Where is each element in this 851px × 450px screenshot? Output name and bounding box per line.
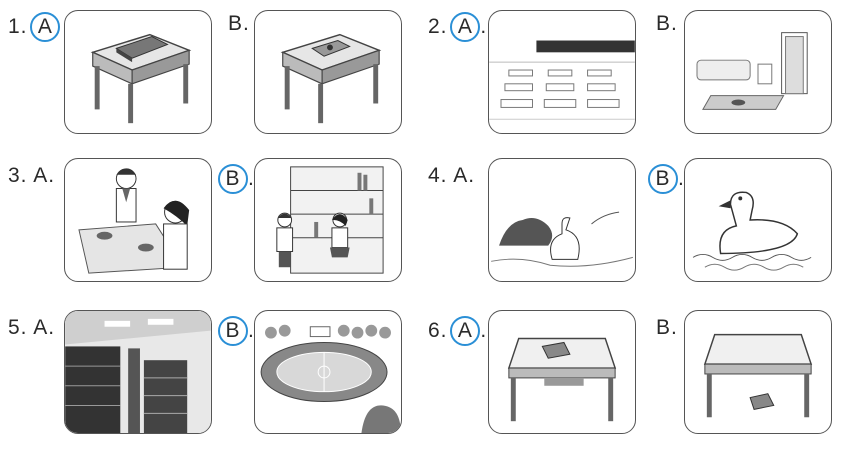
- q3-option-b-label: B.: [218, 164, 255, 194]
- classroom-icon: [489, 40, 635, 120]
- q6-number: 6.: [428, 319, 448, 342]
- q1-option-b-label: B.: [228, 12, 250, 35]
- q1-number: 1.: [8, 15, 28, 38]
- q6-label: 6. A.: [428, 316, 487, 346]
- q5-option-a-letter: A: [33, 316, 49, 339]
- library-shelves-icon: [65, 311, 211, 433]
- q4-option-b-label: B.: [648, 164, 685, 194]
- q5-option-a-picture[interactable]: [64, 310, 212, 434]
- children-cleaning-desk-icon: [78, 168, 190, 274]
- table-book-on-top-icon: [507, 337, 617, 422]
- desk-toy-on-top-icon: [280, 33, 382, 124]
- q5-option-b-picture[interactable]: [254, 310, 402, 434]
- q1-option-a-marker[interactable]: A: [30, 12, 61, 42]
- q6-option-a-picture[interactable]: [488, 310, 636, 434]
- table-book-on-floor-icon: [703, 333, 813, 418]
- q2-label: 2. A.: [428, 12, 487, 42]
- living-room-icon: [696, 32, 808, 110]
- q5-number: 5.: [8, 316, 28, 339]
- q3-label: 3. A.: [8, 164, 56, 187]
- q6-option-b-picture[interactable]: [684, 310, 832, 434]
- q3-option-b-picture[interactable]: [254, 158, 402, 282]
- q1-option-a-picture[interactable]: [64, 10, 212, 134]
- q4-option-a-picture[interactable]: [488, 158, 636, 282]
- q3-option-b-marker[interactable]: B: [218, 164, 248, 194]
- q5-option-b-label: B.: [218, 316, 255, 346]
- goose-on-land-icon: [491, 211, 633, 267]
- q2-option-b-label: B.: [656, 12, 678, 35]
- q2-number: 2.: [428, 15, 448, 38]
- q6-option-a-marker[interactable]: A: [450, 316, 481, 346]
- sports-field-icon: [260, 324, 401, 433]
- children-at-bookshelf-icon: [276, 166, 384, 274]
- q3-number: 3.: [8, 164, 28, 187]
- q5-option-b-marker[interactable]: B: [218, 316, 248, 346]
- q1-option-b-picture[interactable]: [254, 10, 402, 134]
- q2-option-a-picture[interactable]: [488, 10, 636, 134]
- q1-label: 1. A: [8, 12, 61, 42]
- q4-option-b-marker[interactable]: B: [648, 164, 678, 194]
- q4-label: 4. A.: [428, 164, 476, 187]
- q4-option-b-picture[interactable]: [684, 158, 832, 282]
- q2-option-a-marker[interactable]: A: [450, 12, 481, 42]
- q3-option-a-letter: A: [33, 164, 49, 187]
- q5-label: 5. A.: [8, 316, 56, 339]
- q3-option-a-picture[interactable]: [64, 158, 212, 282]
- q2-option-b-picture[interactable]: [684, 10, 832, 134]
- duck-in-water-icon: [692, 191, 812, 271]
- desk-book-on-top-icon: [90, 33, 192, 124]
- q4-number: 4.: [428, 164, 448, 187]
- q6-option-b-label: B.: [656, 316, 678, 339]
- q4-option-a-letter: A: [453, 164, 469, 187]
